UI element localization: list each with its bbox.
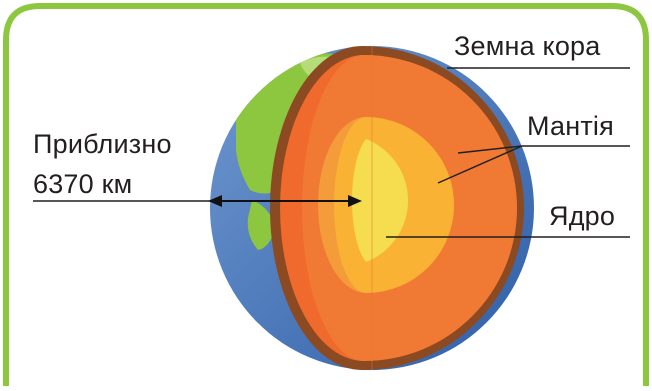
mantle-leader-line-a [457,145,523,154]
frame-border [3,3,649,386]
radius-label-line1: Приблизно [33,129,172,159]
core-label: Ядро [549,201,616,231]
leader-lines [33,67,630,238]
radius-label: Приблизно 6370 км [33,124,172,204]
double-headed-arrow-icon [208,195,362,207]
mantle-label: Мантія [527,111,614,141]
mantle-leader-line-b [437,145,523,184]
earth-cutaway [270,46,524,370]
inner-core-layer [351,139,409,262]
crust-label: Земна кора [454,31,601,61]
radius-label-line2: 6370 км [33,169,133,199]
